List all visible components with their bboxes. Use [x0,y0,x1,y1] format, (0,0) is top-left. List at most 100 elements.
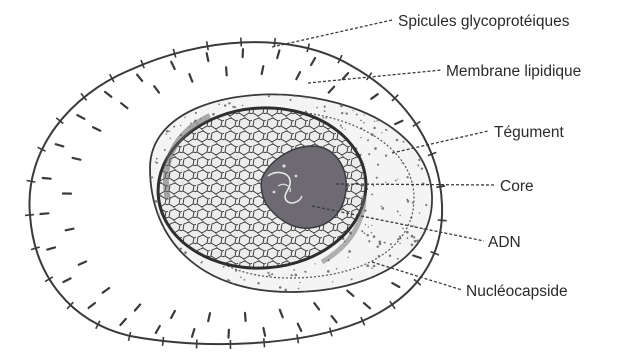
stipple-dot [271,273,273,275]
label-adn: ADN [488,234,521,251]
stipple-dot [403,141,405,143]
stipple-dot [395,180,397,182]
stipple-dot [407,200,410,203]
stipple-dot [240,276,242,278]
label-nucleocapside: Nucléocapside [466,283,568,300]
stipple-dot [417,164,419,166]
stipple-dot [406,231,409,234]
stipple-dot [298,288,300,290]
stipple-dot [385,181,386,182]
stipple-dot [360,120,362,122]
spicule [163,337,164,346]
matrix-dash [226,67,227,75]
stipple-dot [371,267,373,269]
stipple-dot [195,112,197,114]
stipple-dot [224,104,226,106]
stipple-dot [373,127,375,129]
stipple-dot [164,149,166,151]
stipple-dot [279,286,282,289]
stipple-dot [413,225,414,226]
stipple-dot [340,105,343,108]
stipple-dot [413,236,415,238]
stipple-dot [304,271,306,273]
stipple-dot [232,106,234,108]
stipple-dot [368,226,369,227]
stipple-dot [364,232,366,234]
stipple-dot [348,257,349,258]
stipple-dot [341,127,343,129]
stipple-dot [243,279,245,281]
stipple-dot [367,139,369,141]
stipple-dot [421,168,423,170]
stipple-dot [291,274,293,276]
stipple-dot [414,240,417,243]
stipple-dot [402,228,404,230]
spicule [264,338,265,347]
dna-dot [273,191,276,194]
stipple-dot [427,94,428,95]
stipple-dot [373,265,376,268]
label-spicules: Spicules glycoprotéiques [398,13,570,30]
stipple-dot [151,176,153,178]
stipple-dot [386,130,387,131]
stipple-dot [341,112,343,114]
stipple-dot [184,117,185,118]
stipple-dot [397,211,399,213]
stipple-dot [418,159,420,161]
stipple-dot [377,163,379,165]
stipple-dot [390,243,392,245]
stipple-dot [399,215,400,216]
stipple-dot [348,250,351,253]
stipple-dot [361,230,363,232]
stipple-dot [422,114,424,116]
stipple-dot [377,120,378,121]
stipple-dot [397,238,399,240]
stipple-dot [155,161,156,162]
stipple-dot [389,254,391,256]
stipple-dot [409,97,411,99]
stipple-dot [425,204,427,206]
stipple-dot [406,176,408,178]
stipple-dot [267,272,269,274]
stipple-dot [268,95,270,97]
stipple-dot [294,95,296,97]
stipple-dot [314,263,315,264]
label-membrane: Membrane lipidique [446,63,581,80]
stipple-dot [353,110,354,111]
stipple-dot [325,117,327,119]
stipple-dot [399,242,401,244]
stipple-dot [384,242,386,244]
spicule [241,38,242,47]
stipple-dot [381,207,384,210]
stipple-dot [366,234,369,237]
stipple-dot [180,125,181,126]
leader-spicules [272,20,392,47]
stipple-dot [371,232,373,234]
stipple-dot [433,96,434,97]
stipple-dot [411,235,414,238]
stipple-dot [169,138,170,139]
stipple-dot [381,132,382,133]
stipple-dot [373,235,376,238]
stipple-dot [356,114,358,116]
label-core: Core [500,178,534,195]
stipple-dot [363,122,365,124]
stipple-dot [327,270,330,273]
stipple-dot [360,137,361,138]
stipple-dot [324,110,326,112]
stipple-dot [371,225,372,226]
stipple-dot [324,106,326,108]
stipple-dot [212,113,215,116]
stipple-dot [368,240,370,242]
stipple-dot [289,99,291,101]
stipple-dot [284,289,287,292]
stipple-dot [340,125,342,127]
stipple-dot [336,268,338,270]
dna-dot [295,175,298,178]
stipple-dot [345,129,346,130]
stipple-dot [351,278,353,280]
stipple-dot [257,282,259,284]
stipple-dot [346,112,348,114]
stipple-dot [218,103,220,105]
